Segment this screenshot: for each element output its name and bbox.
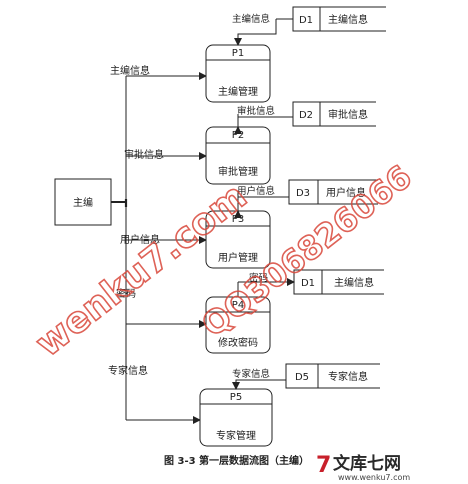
process-p3-name: 用户管理 xyxy=(218,251,258,264)
process-p2-id: P2 xyxy=(232,130,244,141)
data-store-d3: D3 用户信息 xyxy=(288,179,378,205)
process-p5-id: P5 xyxy=(230,392,242,403)
logo-mark: 7 xyxy=(316,453,331,478)
process-p3-id: P3 xyxy=(232,214,244,225)
store-name: 主编信息 xyxy=(328,13,368,26)
entity-editor: 主编 xyxy=(54,178,112,226)
process-p1-id: P1 xyxy=(232,48,244,59)
entity-label: 主编 xyxy=(73,196,93,209)
store-flow-label-5: 专家信息 xyxy=(232,368,270,380)
trunk-lines xyxy=(111,72,207,424)
data-store-d1-bottom: D1 主编信息 xyxy=(293,269,384,295)
store-id: D2 xyxy=(299,110,313,121)
store-flow-label-3: 用户信息 xyxy=(237,185,275,197)
data-store-d5: D5 专家信息 xyxy=(285,363,380,389)
process-p1-name: 主编管理 xyxy=(218,85,258,98)
process-p5-name: 专家管理 xyxy=(216,429,256,442)
site-logo: 7 文库七网 www.wenku7.com xyxy=(316,453,410,482)
store-name: 专家信息 xyxy=(328,370,368,383)
flow-label-password: 密码 xyxy=(116,287,136,300)
store-id: D1 xyxy=(299,15,313,26)
store-flow-label-1: 主编信息 xyxy=(232,13,270,25)
figure-caption: 图 3-3 第一层数据流图（主编） xyxy=(164,454,309,467)
process-p4-id: P4 xyxy=(232,300,244,311)
process-p2: P2 审批管理 xyxy=(205,126,271,185)
process-p4: P4 修改密码 xyxy=(205,296,271,354)
process-p4-name: 修改密码 xyxy=(218,336,258,349)
store-flow-label-4: 密码 xyxy=(249,272,268,284)
logo-domain: www.wenku7.com xyxy=(338,473,410,482)
flow-label-editor-info: 主编信息 xyxy=(110,64,150,77)
process-p1: P1 主编管理 xyxy=(205,44,271,103)
store-flow-label-2: 审批信息 xyxy=(237,105,275,117)
flow-label-expert-info: 专家信息 xyxy=(108,364,148,377)
flow-label-approval-info: 审批信息 xyxy=(124,148,164,161)
flow-label-user-info: 用户信息 xyxy=(120,233,160,246)
data-store-d2: D2 审批信息 xyxy=(292,101,376,127)
store-name: 用户信息 xyxy=(326,186,366,199)
logo-name: 文库七网 xyxy=(333,453,401,474)
store-id: D3 xyxy=(296,188,310,199)
process-p3: P3 用户管理 xyxy=(205,210,271,269)
store-connectors xyxy=(232,18,295,390)
process-p5: P5 专家管理 xyxy=(199,388,273,447)
process-p2-name: 审批管理 xyxy=(218,165,258,178)
store-id: D5 xyxy=(295,372,309,383)
store-name: 审批信息 xyxy=(328,108,368,121)
store-name: 主编信息 xyxy=(334,276,374,289)
store-id: D1 xyxy=(301,278,315,289)
data-store-d1-top: D1 主编信息 xyxy=(292,6,386,32)
